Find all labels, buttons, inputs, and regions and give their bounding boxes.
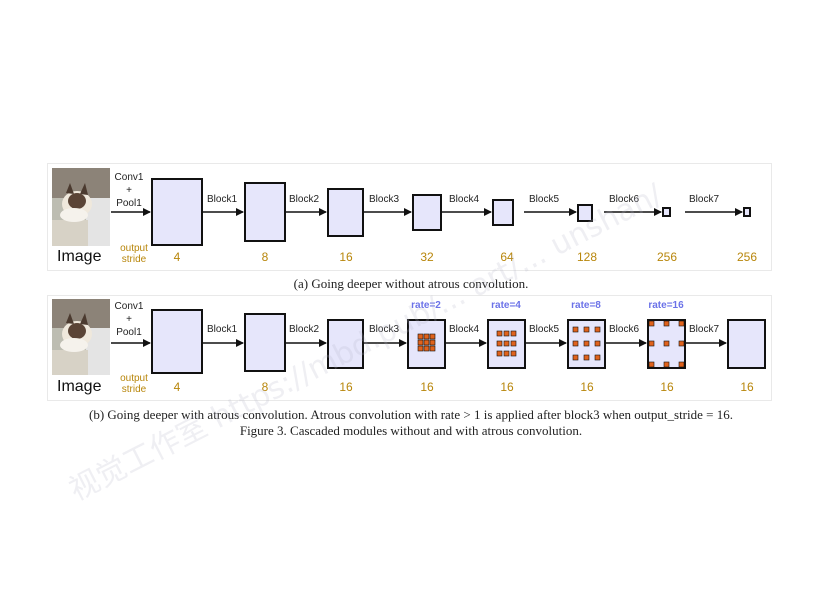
rate-label-16: rate=16 bbox=[648, 300, 684, 311]
conv-pool-label-b: Conv1 + Pool1 bbox=[109, 300, 149, 339]
block-label-a-1: Block1 bbox=[207, 194, 238, 205]
block-label-b-2: Block2 bbox=[289, 324, 320, 335]
block-label-b-7: Block7 bbox=[689, 324, 720, 335]
block-label-a-6: Block6 bbox=[609, 194, 640, 205]
rate-label-4: rate=4 bbox=[491, 300, 521, 311]
feature-map-a-5 bbox=[492, 199, 514, 226]
feature-map-b-3 bbox=[327, 319, 364, 369]
atrous-kernel-rate-4 bbox=[496, 330, 517, 357]
plus-label: + bbox=[126, 314, 132, 325]
block-label-b-4: Block4 bbox=[449, 324, 480, 335]
image-label-a: Image bbox=[57, 248, 102, 265]
stride-value-a-5: 64 bbox=[500, 250, 514, 264]
feature-map-a-3 bbox=[327, 188, 364, 237]
block-label-b-3: Block3 bbox=[369, 324, 400, 335]
stride-value-a-1: 4 bbox=[173, 250, 181, 264]
cat-image-b bbox=[52, 299, 110, 375]
pool-label: Pool1 bbox=[116, 198, 142, 209]
feature-map-b-1 bbox=[151, 309, 203, 374]
feature-map-b-8 bbox=[727, 319, 766, 369]
figure-caption: Figure 3. Cascaded modules without and w… bbox=[239, 423, 583, 438]
stride-value-a-8: 256 bbox=[736, 250, 758, 264]
block-label-a-5: Block5 bbox=[529, 194, 560, 205]
stride-value-b-8: 16 bbox=[740, 380, 754, 394]
block-label-a-3: Block3 bbox=[369, 194, 400, 205]
caption-a: (a) Going deeper without atrous convolut… bbox=[293, 276, 529, 291]
stride-value-b-7: 16 bbox=[660, 380, 674, 394]
block-label-b-5: Block5 bbox=[529, 324, 560, 335]
stride-value-b-6: 16 bbox=[580, 380, 594, 394]
feature-map-a-8 bbox=[743, 207, 751, 217]
conv-pool-label-a: Conv1 + Pool1 bbox=[109, 171, 149, 210]
output-stride-label-b: output stride bbox=[120, 373, 148, 395]
block-label-b-1: Block1 bbox=[207, 324, 238, 335]
image-label-b: Image bbox=[57, 378, 102, 395]
stride-value-b-4: 16 bbox=[420, 380, 434, 394]
feature-map-a-4 bbox=[412, 194, 442, 231]
pool-label: Pool1 bbox=[116, 327, 142, 338]
rate-label-8: rate=8 bbox=[571, 300, 601, 311]
stride-value-a-6: 128 bbox=[576, 250, 598, 264]
stride-value-a-7: 256 bbox=[656, 250, 678, 264]
block-label-a-7: Block7 bbox=[689, 194, 720, 205]
caption-b: (b) Going deeper with atrous convolution… bbox=[89, 407, 733, 422]
block-label-a-2: Block2 bbox=[289, 194, 320, 205]
feature-map-a-7 bbox=[662, 207, 671, 217]
block-label-b-6: Block6 bbox=[609, 324, 640, 335]
block-label-a-4: Block4 bbox=[449, 194, 480, 205]
stride-value-b-2: 8 bbox=[261, 380, 269, 394]
stride-value-a-2: 8 bbox=[261, 250, 269, 264]
feature-map-a-6 bbox=[577, 204, 593, 222]
atrous-kernel-rate-8 bbox=[572, 326, 601, 361]
feature-map-b-2 bbox=[244, 313, 286, 372]
stride-value-a-3: 16 bbox=[339, 250, 353, 264]
stride-value-b-5: 16 bbox=[500, 380, 514, 394]
stride-value-a-4: 32 bbox=[420, 250, 434, 264]
feature-map-a-2 bbox=[244, 182, 286, 242]
conv-label: Conv1 bbox=[114, 172, 144, 183]
rate-label-2: rate=2 bbox=[411, 300, 441, 311]
stride-value-b-1: 4 bbox=[173, 380, 181, 394]
conv-label: Conv1 bbox=[114, 301, 144, 312]
cat-image-a bbox=[52, 168, 110, 246]
feature-map-a-1 bbox=[151, 178, 203, 246]
plus-label: + bbox=[126, 185, 132, 196]
output-stride-label-a: output stride bbox=[120, 243, 148, 265]
atrous-kernel-rate-16 bbox=[648, 320, 685, 368]
atrous-kernel-rate-2 bbox=[417, 333, 436, 352]
stride-value-b-3: 16 bbox=[339, 380, 353, 394]
